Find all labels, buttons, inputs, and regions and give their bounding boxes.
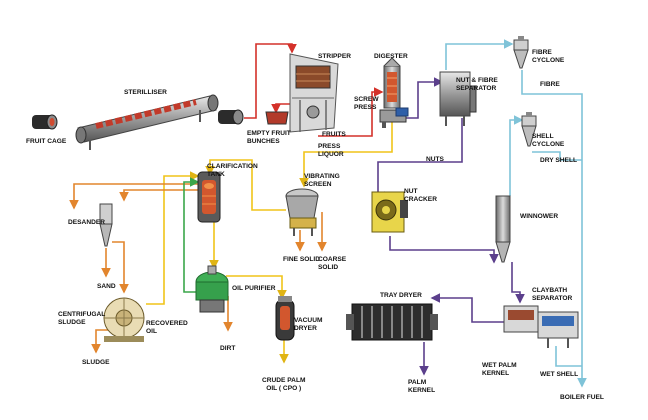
flow-winnower-to-claybath <box>511 262 525 304</box>
label-nuts: NUTS <box>426 156 444 163</box>
flow-clarification-to-desander-2 <box>119 189 198 202</box>
label-stripper: STRIPPER <box>318 53 351 60</box>
winnower-icon <box>495 195 511 263</box>
tray-dryer-icon <box>346 303 438 341</box>
flow-cracker-to-winnower <box>389 236 499 264</box>
nut-cracker-icon <box>371 191 408 233</box>
label-empty-fruit-bunches: EMPTY FRUIT BUNCHES <box>247 130 291 145</box>
label-digester: DIGESTER <box>374 53 408 60</box>
flow-wet-shell-to-boiler <box>555 346 582 367</box>
flow-press-to-separator <box>402 77 444 119</box>
label-nut-cracker: NUT CRACKER <box>404 188 437 203</box>
label-wet-shell: WET SHELL <box>540 371 579 378</box>
label-fruit-cage: FRUIT CAGE <box>26 138 67 145</box>
label-vacuum-dryer: VACUUM DRYER <box>294 317 323 332</box>
label-nut-fibre-separator: NUT & FIBRE SEPARATOR <box>456 77 498 92</box>
flow-clarification-to-desander <box>69 183 198 210</box>
label-steriliser: STERILLISER <box>124 89 167 96</box>
label-dirt: DIRT <box>220 345 236 352</box>
flow-centrifuge-to-sludge <box>91 329 112 354</box>
clarification-tank-icon <box>197 171 221 223</box>
claybath-separator-icon <box>503 305 579 348</box>
flow-recovered-oil <box>146 171 200 305</box>
flow-sterilised-to-stripper <box>244 43 297 119</box>
flow-nuts-to-cracker <box>377 118 463 201</box>
flow-winnower-to-shell-cyclone <box>509 115 524 196</box>
label-shell-cyclone: SHELL CYCLONE <box>532 133 565 148</box>
label-fibre: FIBRE <box>540 81 560 88</box>
label-centrifugal-sludge: CENTRIFUGAL SLUDGE <box>58 311 106 326</box>
flow-digester-to-vibrating-screen <box>299 122 393 188</box>
label-sludge: SLUDGE <box>82 359 110 366</box>
label-boiler-fuel: BOILER FUEL <box>560 394 604 401</box>
digester-icon <box>383 57 401 109</box>
label-tray-dryer: TRAY DRYER <box>380 292 422 299</box>
vibrating-screen-icon <box>285 188 319 236</box>
flow-desander-to-centrifuge <box>112 241 129 294</box>
desander-icon <box>99 203 113 247</box>
cyclone-icon <box>521 112 537 147</box>
flow-stripper-to-digester <box>318 87 384 137</box>
flow-purifier-to-vacuum-dryer <box>226 275 287 300</box>
label-winnower: WINNOWER <box>520 213 559 220</box>
vacuum-dryer-icon <box>275 296 295 341</box>
flow-fibre-to-boiler <box>521 70 587 388</box>
nut-fibre-separator-icon <box>439 71 477 126</box>
label-fruits: FRUITS <box>322 131 346 138</box>
label-desander: DESANDER <box>68 219 106 226</box>
centrifuge-icon <box>103 297 145 342</box>
label-recovered-oil: RECOVERED OIL <box>146 320 188 335</box>
label-coarse-solid: COARSE SOLID <box>318 256 347 271</box>
label-crude-palm-oil: CRUDE PALM OIL ( CPO ) <box>262 377 306 392</box>
bunch-bin-icon <box>265 111 289 125</box>
label-wet-palm-kernel: WET PALM KERNEL <box>482 362 517 377</box>
flow-purifier-recycle <box>183 177 200 293</box>
label-claybath-separator: CLAYBATH SEPARATOR <box>532 287 573 302</box>
screw-press-icon <box>379 107 409 128</box>
label-press-liquor: PRESS LIQUOR <box>318 143 344 158</box>
flow-screen-to-clarification <box>205 159 286 211</box>
cyclone-icon <box>513 36 529 69</box>
steriliser-icon <box>75 94 244 150</box>
fruit-cage-icon <box>32 114 58 130</box>
label-oil-purifier: OIL PURIFIER <box>232 285 276 292</box>
label-fibre-cyclone: FIBRE CYCLONE <box>532 49 565 64</box>
flow-wet-kernel-to-dryer <box>430 293 520 323</box>
label-vibrating-screen: VIBRATING SCREEN <box>304 173 340 188</box>
label-clarification-tank: CLARIFICATION TANK <box>207 163 258 178</box>
label-screw-press: SCREW PRESS <box>354 96 379 111</box>
label-dry-shell: DRY SHELL <box>540 157 578 164</box>
flow-lines <box>69 39 587 388</box>
flow-dry-shell-to-boiler <box>532 151 582 161</box>
label-palm-kernel: PALM KERNEL <box>408 379 436 394</box>
flow-separator-to-fibre-cyclone <box>445 39 514 70</box>
oil-purifier-icon <box>195 265 229 313</box>
stripper-icon <box>289 53 339 133</box>
label-fine-solid: FINE SOLID <box>283 256 320 263</box>
label-sand: SAND <box>97 283 116 290</box>
